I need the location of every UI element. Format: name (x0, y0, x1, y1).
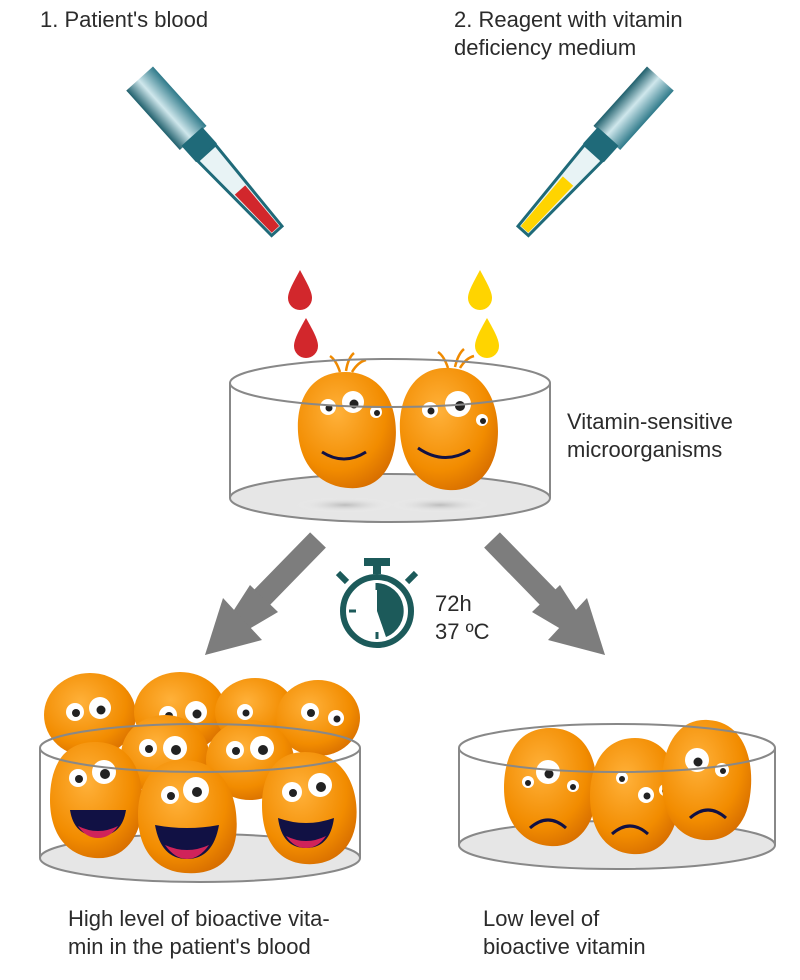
petri-dish-top (229, 348, 551, 523)
petri-dish-low (458, 719, 776, 870)
low-result-label: Low level of bioactive vitamin (483, 906, 646, 959)
microorganism-icon (138, 759, 237, 874)
blood-drop-icon (294, 318, 318, 358)
pipette-left-icon (126, 66, 285, 238)
microorganism-icon (262, 752, 357, 865)
microorganism-icon (50, 742, 143, 859)
microorganism-icon (297, 352, 396, 489)
petri-dish-high (39, 672, 361, 883)
pipette-right-icon (515, 66, 674, 238)
microorganism-icon (662, 719, 752, 841)
blood-drop-icon (288, 270, 312, 310)
arrow-to-high-icon (205, 532, 326, 655)
duration-label: 72h (435, 591, 472, 616)
temperature-label: 37 ºC (435, 619, 490, 644)
microorganism-icon (504, 728, 597, 847)
step1-label: 1. Patient's blood (40, 7, 209, 32)
reagent-drop-icon (468, 270, 492, 310)
blood-drops (288, 270, 318, 358)
stopwatch-icon (335, 558, 419, 648)
reagent-drop-icon (475, 318, 499, 358)
microorganisms-label: Vitamin-sensitive microorganisms (567, 409, 733, 462)
arrow-to-low-icon (484, 532, 605, 655)
reagent-drops (468, 270, 499, 358)
microorganism-icon (399, 348, 498, 491)
step2-label: 2. Reagent with vitamin deficiency mediu… (454, 7, 683, 60)
high-result-label: High level of bioactive vita- min in the… (68, 906, 330, 959)
microorganism-icon (44, 673, 136, 757)
